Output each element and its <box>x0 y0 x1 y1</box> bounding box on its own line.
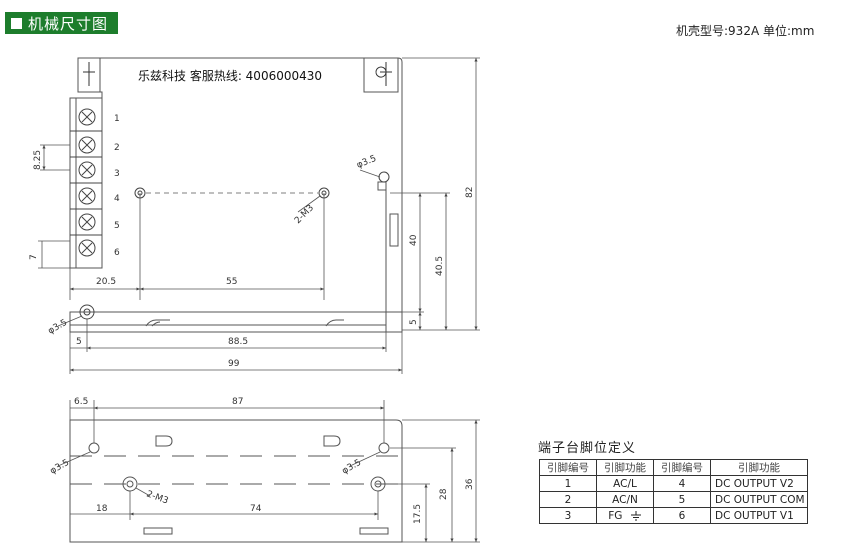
table-row: 2 AC/N 5 DC OUTPUT COM <box>539 491 808 508</box>
dim-edge-right: 5 <box>409 319 419 325</box>
dim-height-82: 82 <box>465 187 475 198</box>
earth-ground-icon <box>630 510 641 520</box>
terminal-number: 5 <box>114 221 120 231</box>
dim-length-87: 87 <box>232 397 243 407</box>
pin-number: 4 <box>653 475 711 492</box>
dim-hole-dia-left: φ3.5 <box>49 458 72 477</box>
dim-height-28: 28 <box>439 488 449 500</box>
dim-pitch: 8.25 <box>33 150 43 170</box>
top-view <box>69 57 403 333</box>
pin-table-caption: 端子台脚位定义 <box>538 441 637 456</box>
column-header: 引脚功能 <box>710 459 808 476</box>
terminal-number: 1 <box>114 114 120 124</box>
dim-offset-6-5: 6.5 <box>74 397 88 407</box>
dim-hole-spacing: 55 <box>226 277 237 287</box>
dim-left-offset: 20.5 <box>96 277 116 287</box>
column-header: 引脚编号 <box>539 459 597 476</box>
pin-number: 5 <box>653 491 711 508</box>
pin-number: 1 <box>539 475 597 492</box>
dim-mount-side: 2-M3 <box>145 489 170 506</box>
pin-function-cell: FG <box>596 507 654 524</box>
pin-definition-table: 引脚编号 引脚功能 引脚编号 引脚功能 1 AC/L 4 DC OUTPUT V… <box>539 459 808 524</box>
column-header: 引脚功能 <box>596 459 654 476</box>
case-model-unit: 机壳型号:932A 单位:mm <box>676 24 815 38</box>
pin-function: AC/L <box>596 475 654 492</box>
pin-function: AC/N <box>596 491 654 508</box>
pin-function: DC OUTPUT COM <box>710 491 808 508</box>
section-title: 机械尺寸图 <box>28 14 109 33</box>
pin-function: FG <box>608 509 623 522</box>
dim-offset-18: 18 <box>96 504 108 514</box>
dim-edge-left: 5 <box>76 337 82 347</box>
terminal-number: 6 <box>114 248 120 258</box>
terminal-number: 2 <box>114 143 120 153</box>
dim-length-88-5: 88.5 <box>228 337 248 347</box>
dim-height-36: 36 <box>465 478 475 490</box>
side-view-dimensions <box>57 400 480 543</box>
pin-number: 2 <box>539 491 597 508</box>
terminal-screws <box>70 108 102 257</box>
dim-height-40-5: 40.5 <box>435 256 445 276</box>
side-view <box>69 419 403 543</box>
title-square-icon <box>11 17 22 29</box>
pin-number: 6 <box>653 507 711 524</box>
dim-length-99: 99 <box>228 359 240 369</box>
dim-hole-dia-top: φ3.5 <box>355 154 378 171</box>
table-header-row: 引脚编号 引脚功能 引脚编号 引脚功能 <box>539 459 808 476</box>
pin-number: 3 <box>539 507 597 524</box>
top-view-dimensions <box>38 57 480 374</box>
terminal-number: 3 <box>114 169 120 179</box>
dim-spacing-74: 74 <box>250 504 262 514</box>
top-mounting-holes <box>79 171 390 320</box>
section-title-badge: 机械尺寸图 <box>5 12 118 34</box>
dim-spacing: 7 <box>29 254 39 260</box>
terminal-numbers: 1 2 3 4 5 6 <box>114 114 120 258</box>
table-row: 3 FG 6 DC OUTPUT V1 <box>539 507 808 524</box>
pin-function: DC OUTPUT V2 <box>710 475 808 492</box>
dim-hole-dia-right: φ3.5 <box>341 458 364 477</box>
hotline-text: 乐兹科技 客服热线: 4006000430 <box>138 68 322 83</box>
terminal-number: 4 <box>114 194 120 204</box>
pin-function: DC OUTPUT V1 <box>710 507 808 524</box>
side-view-dim-labels: 6.5 87 φ3.5 φ3.5 2-M3 18 74 17.5 28 36 <box>49 397 476 524</box>
dim-height-40: 40 <box>409 234 419 246</box>
dim-height-17-5: 17.5 <box>413 504 423 524</box>
column-header: 引脚编号 <box>653 459 711 476</box>
dim-hole-dia-bottom: φ3.5 <box>47 318 70 337</box>
dim-mount-top: 2-M3 <box>293 203 316 226</box>
table-row: 1 AC/L 4 DC OUTPUT V2 <box>539 475 808 492</box>
